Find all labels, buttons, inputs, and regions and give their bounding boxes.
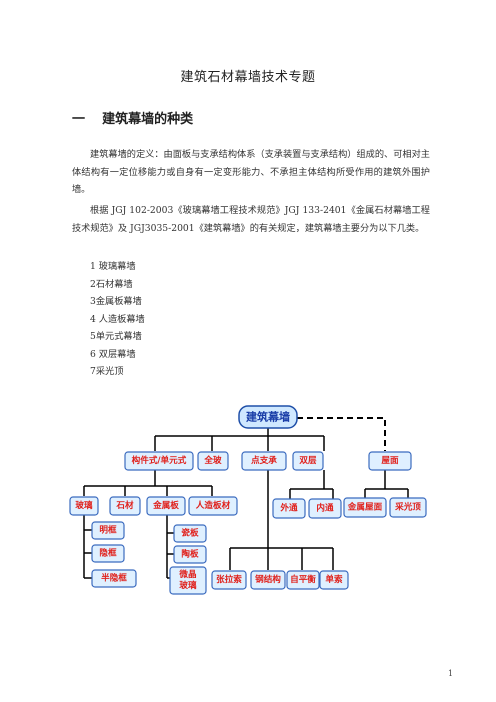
node-label: 屋面 <box>381 455 399 466</box>
list-item: 5单元式幕墙 <box>90 331 142 342</box>
curtain-wall-type-list: 1 玻璃幕墙 2石材幕墙 3金属板幕墙 4 人造板幕墙 5单元式幕墙 6 双层幕… <box>90 258 145 381</box>
node-label: 石材 <box>115 499 134 511</box>
node-roof: 屋面 <box>368 451 412 471</box>
node-label: 采光顶 <box>394 501 421 513</box>
node-component-unit: 构件式/单元式 <box>124 451 194 471</box>
list-item: 3金属板幕墙 <box>90 296 142 307</box>
list-item: 6 双层幕墙 <box>90 348 136 360</box>
node-double-layer: 双层 <box>292 451 324 471</box>
page-number: 1 <box>448 669 454 678</box>
node-label: 陶板 <box>181 548 199 560</box>
node-internal-ventilation: 内通 <box>308 498 342 519</box>
node-label: 自平衡 <box>290 573 316 585</box>
node-full-glass: 全玻 <box>197 451 229 471</box>
section-heading: 一 建筑幕墙的种类 <box>72 108 193 127</box>
node-label: 钢结构 <box>255 573 281 585</box>
node-single-cable: 单索 <box>319 570 349 590</box>
node-external-ventilation: 外通 <box>272 498 306 519</box>
node-label: 隐框 <box>99 547 117 559</box>
page-title: 建筑石材幕墙技术专题 <box>180 70 316 85</box>
node-point-supported: 点支承 <box>241 451 287 471</box>
node-metal-panel: 金属板 <box>146 496 186 516</box>
node-artificial-board: 人造板材 <box>188 496 238 516</box>
node-metal-roof: 金属屋面 <box>343 497 387 518</box>
node-label: 明框 <box>99 524 117 536</box>
standards-paragraph: 根据 JGJ 102-2003《玻璃幕墙工程技术规范》JGJ 133-2401《… <box>72 205 430 234</box>
node-tension-cable: 张拉索 <box>211 570 247 590</box>
node-label: 全玻 <box>203 454 222 466</box>
node-label: 张拉索 <box>216 573 242 585</box>
diagram-root-node: 建筑幕墙 <box>238 405 298 429</box>
list-item: 1 玻璃幕墙 <box>90 261 136 272</box>
node-label: 金属板 <box>152 499 179 511</box>
node-microcrystal-glass: 微晶 玻璃 <box>169 566 207 595</box>
node-label: 瓷板 <box>181 527 199 539</box>
node-label: 外通 <box>279 502 298 514</box>
node-label: 构件式/单元式 <box>132 454 187 466</box>
node-label: 微晶 <box>178 568 197 580</box>
list-item: 4 人造板幕墙 <box>90 313 145 325</box>
definition-paragraph: 建筑幕墙的定义：由面板与支承结构体系（支承装置与支承结构）组成的、可相对主体结构… <box>72 149 430 195</box>
diagram-connectors <box>83 417 409 579</box>
section-heading-text: 建筑幕墙的种类 <box>102 112 194 127</box>
node-label: 人造板材 <box>196 499 231 511</box>
diagram-root-label: 建筑幕墙 <box>246 410 290 424</box>
node-porcelain-board: 瓷板 <box>173 524 207 543</box>
node-label: 玻璃 <box>75 499 93 511</box>
node-skylight: 采光顶 <box>389 497 427 518</box>
node-label: 玻璃 <box>179 579 197 591</box>
node-ceramic-board: 陶板 <box>173 545 207 564</box>
node-stone: 石材 <box>109 496 141 516</box>
node-label: 金属屋面 <box>347 501 383 513</box>
node-label: 半隐框 <box>101 572 127 584</box>
node-label: 单索 <box>325 573 343 585</box>
list-item: 7采光顶 <box>90 366 124 377</box>
list-item: 2石材幕墙 <box>90 278 133 290</box>
node-hidden-frame: 隐框 <box>91 544 125 563</box>
node-label: 内通 <box>316 502 334 514</box>
node-exposed-frame: 明框 <box>91 521 125 540</box>
node-label: 双层 <box>299 455 317 466</box>
node-label: 点支承 <box>251 454 277 466</box>
node-semi-hidden-frame: 半隐框 <box>91 569 137 588</box>
node-glass: 玻璃 <box>69 496 99 516</box>
section-number: 一 <box>72 112 86 127</box>
curtain-wall-classification-diagram: 建筑幕墙 构件式/单元式 全玻 点支承 双层 屋面 玻璃 石材 金属板 人造板材 <box>69 405 427 595</box>
node-self-balancing: 自平衡 <box>286 570 320 590</box>
node-steel-structure: 钢结构 <box>250 570 286 590</box>
